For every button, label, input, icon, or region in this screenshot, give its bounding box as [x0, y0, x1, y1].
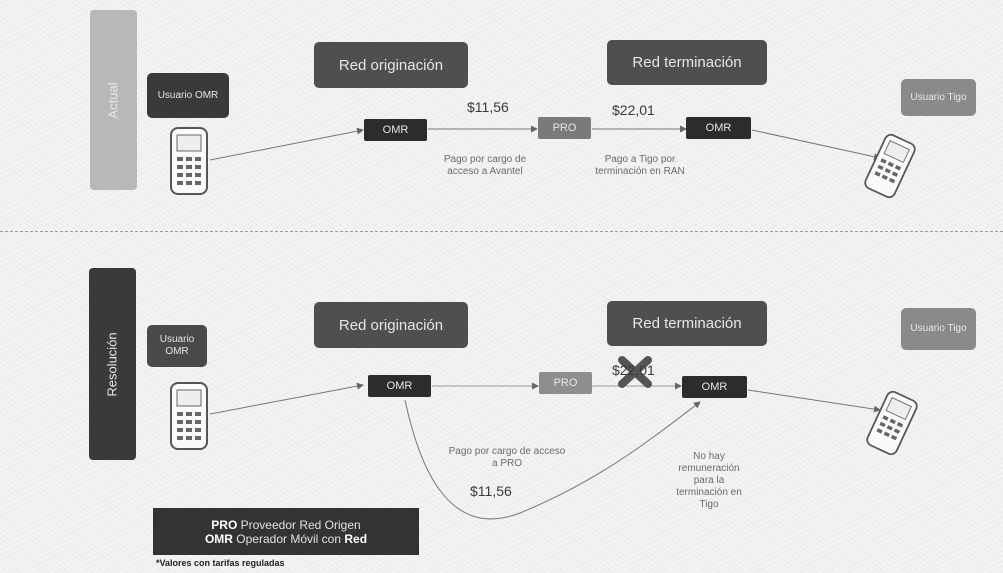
section-label-actual: Actual	[90, 10, 137, 190]
phone-icon	[170, 127, 208, 195]
bottom-line-omr-phone	[747, 389, 881, 413]
legend-box: PRO Proveedor Red Origen OMR Operador Mó…	[153, 508, 419, 555]
amount-crossed: $22,01	[612, 362, 655, 378]
section-divider	[0, 231, 1003, 232]
cross-icon	[618, 356, 652, 388]
user-omr-box: Usuario OMR	[147, 73, 229, 118]
red-originacion-box: Red originación	[314, 302, 468, 348]
pro-node: PRO	[539, 372, 592, 394]
red-terminacion-box: Red terminación	[607, 301, 767, 346]
note-no-remuneration: No hay remuneración para la terminación …	[676, 451, 742, 510]
amount-termination: $22,01	[612, 102, 655, 118]
note-access-pro: Pago por cargo de acceso a PRO	[448, 446, 566, 469]
amount-access: $11,56	[467, 99, 509, 115]
pro-node: PRO	[538, 117, 591, 139]
user-tigo-box: Usuario Tigo	[901, 308, 976, 350]
phone-icon	[866, 390, 918, 456]
note-access-payment: Pago por cargo de acceso a Avantel	[443, 154, 527, 177]
top-line-omr-phone	[751, 129, 881, 161]
red-terminacion-box: Red terminación	[607, 40, 767, 85]
amount-access-pro: $11,56	[470, 483, 512, 499]
user-tigo-box: Usuario Tigo	[901, 79, 976, 116]
footnote: *Valores con tarifas reguladas	[156, 558, 285, 568]
top-line-phone-omr	[209, 127, 364, 161]
bottom-line-phone-omr	[209, 382, 364, 415]
note-termination-payment: Pago a Tigo por terminación en RAN	[595, 154, 685, 177]
red-originacion-box: Red originación	[314, 42, 468, 88]
omr-node-right: OMR	[682, 376, 747, 398]
omr-node-left: OMR	[364, 119, 427, 141]
legend-line-omr: OMR Operador Móvil con Red	[204, 531, 368, 546]
legend-line-pro: PRO Proveedor Red Origen	[211, 517, 361, 532]
section-label-resolucion: Resolución	[89, 268, 136, 460]
phone-icon	[170, 382, 208, 450]
omr-node-right: OMR	[686, 117, 751, 139]
bottom-curve-payment	[404, 399, 701, 520]
phone-icon	[864, 133, 916, 199]
user-omr-box: Usuario OMR	[147, 325, 207, 367]
omr-node-left: OMR	[368, 375, 431, 397]
